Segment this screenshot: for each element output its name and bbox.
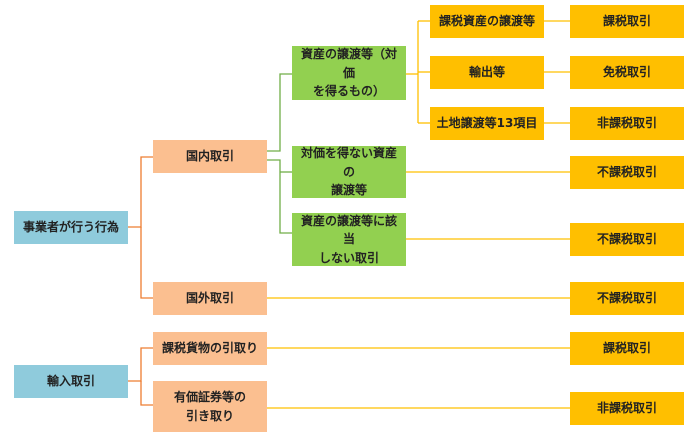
node-asset-transfer-unpaid: 対価を得ない資産の 譲渡等 [292,146,406,198]
node-domestic-transaction: 国内取引 [153,140,267,173]
node-import-transaction: 輸入取引 [14,365,128,398]
result-tax-exempt: 免税取引 [570,56,684,89]
node-taxable-asset-transfer: 課税資産の譲渡等 [430,5,544,38]
node-taxable-cargo: 課税貨物の引取り [153,332,267,365]
connector-business [128,156,153,299]
node-not-asset-transfer: 資産の譲渡等に該当 しない取引 [292,213,406,266]
connector-import [128,347,153,406]
connector-transfer [406,20,430,124]
node-securities: 有価証券等の 引き取り [153,381,267,432]
result-taxable-1: 課税取引 [570,5,684,38]
result-untaxed-1: 不課税取引 [570,156,684,189]
node-land-transfer: 土地譲渡等13項目 [430,107,544,140]
connector-domestic [267,73,292,234]
result-non-taxable-2: 非課税取引 [570,392,684,425]
result-untaxed-3: 不課税取引 [570,282,684,315]
node-asset-transfer-paid: 資産の譲渡等（対価 を得るもの） [292,46,406,100]
result-non-taxable-1: 非課税取引 [570,107,684,140]
result-taxable-2: 課税取引 [570,332,684,365]
connector-results [267,20,570,409]
node-overseas-transaction: 国外取引 [153,282,267,315]
node-export: 輸出等 [430,56,544,89]
node-business-activity: 事業者が行う行為 [14,211,128,244]
result-untaxed-2: 不課税取引 [570,223,684,256]
